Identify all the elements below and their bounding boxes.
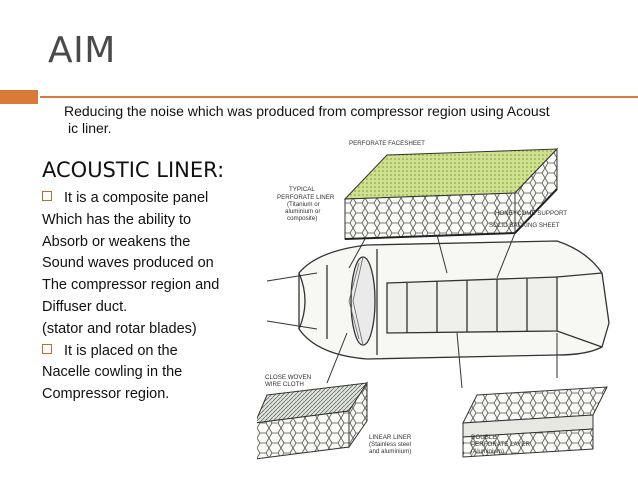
callout-lines: [326, 232, 558, 389]
label-double-perforate: PERFORATE LAYER: [471, 441, 530, 448]
body-line: Diffuser duct.: [42, 298, 128, 315]
body-line: Nacelle cowling in the: [42, 364, 183, 381]
label-typical: PERFORATE LINER: [277, 194, 335, 201]
acoustic-liner-diagram: PERFORATE FACESHEET TYPICAL PERFORATE LI…: [257, 133, 617, 473]
body-text: It is a composite panel Which has the ab…: [42, 188, 272, 406]
body-line: Absorb or weakens the: [42, 233, 191, 250]
aim-statement-line-2: ic liner.: [68, 120, 112, 136]
body-line: The compressor region and: [42, 277, 220, 294]
label-linear-liner: LINEAR LINER: [369, 434, 412, 441]
bullet-item: It is a composite panel: [42, 188, 272, 210]
label-perforate-facesheet: PERFORATE FACESHEET: [349, 140, 425, 147]
body-line: Compressor region.: [42, 386, 170, 403]
label-typical: TYPICAL: [289, 186, 315, 193]
body-line: It is a composite panel: [64, 190, 209, 206]
slide-title: AIM: [48, 30, 116, 71]
label-typical: (Titanium or: [287, 201, 320, 208]
label-double-perforate: DOUBLE: [471, 434, 496, 441]
square-bullet-icon: [42, 191, 52, 201]
aim-statement-line-1: Reducing the noise which was produced fr…: [64, 103, 550, 119]
engine-nacelle: [266, 240, 610, 360]
body-line: Sound waves produced on: [42, 255, 214, 272]
title-accent-bar: [0, 90, 38, 104]
linear-liner-panel: [257, 381, 368, 460]
label-typical: aluminium or: [285, 208, 320, 215]
body-line: It is placed on the: [64, 342, 178, 359]
body-line: (stator and rotar blades): [42, 320, 197, 337]
engine-diagram-svg: PERFORATE FACESHEET TYPICAL PERFORATE LI…: [257, 140, 610, 460]
label-close-woven: CLOSE WOVEN: [265, 374, 311, 381]
section-heading: ACOUSTIC LINER:: [42, 158, 225, 182]
title-divider: [40, 96, 638, 98]
label-close-woven: WIRE CLOTH: [265, 381, 304, 388]
label-linear-liner: (Stainless steel: [369, 441, 411, 448]
label-typical: composite): [287, 215, 317, 222]
square-bullet-icon: [42, 343, 52, 354]
diagram-labels: PERFORATE FACESHEET TYPICAL PERFORATE LI…: [265, 140, 567, 455]
body-line: Which has the ability to: [42, 211, 192, 228]
label-linear-liner: and aluminium): [369, 448, 411, 455]
top-liner-panel: [343, 147, 559, 240]
label-solid-backing-sheet: SOLID BACKING SHEET: [489, 222, 560, 229]
bullet-item: It is placed on the: [42, 341, 272, 363]
double-perforate-panel: [462, 386, 608, 458]
label-honeycomb-support: HONEYCOMB SUPPORT: [495, 210, 567, 217]
label-double-perforate: (Aluminium): [471, 448, 504, 455]
aim-statement: Reducing the noise which was produced fr…: [64, 103, 624, 137]
